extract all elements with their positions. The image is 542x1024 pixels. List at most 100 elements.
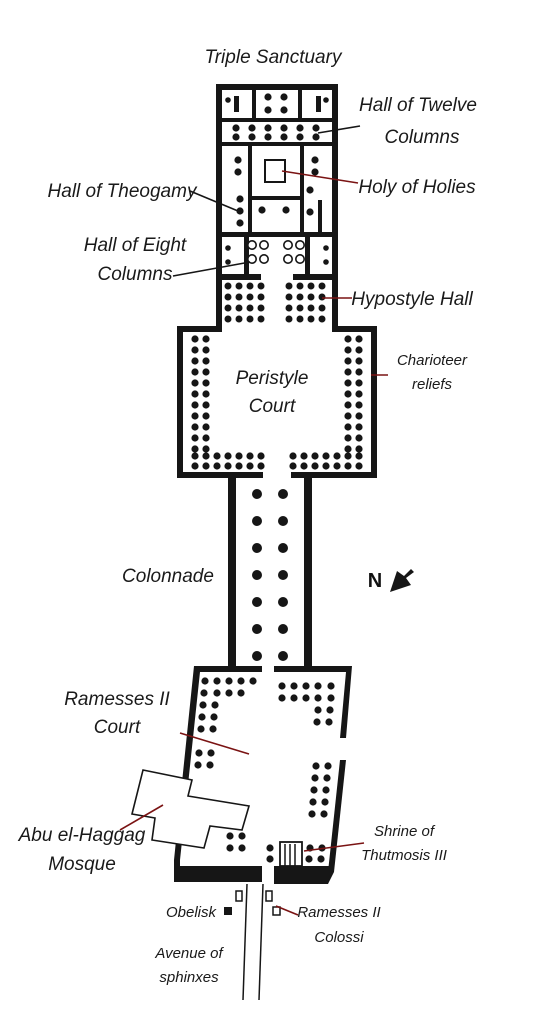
peristyle-column xyxy=(344,452,352,460)
peristyle-column xyxy=(322,452,330,460)
sanctuary-columns xyxy=(225,93,329,265)
label-charioteer-line1: Charioteer xyxy=(397,352,468,369)
peristyle-column xyxy=(191,368,199,376)
peristyle-column xyxy=(333,452,341,460)
peristyle-column xyxy=(355,434,363,442)
peristyle-column xyxy=(257,452,265,460)
peristyle-column xyxy=(191,357,199,365)
peristyle-column xyxy=(257,462,265,470)
ramesses-court-columns xyxy=(194,677,335,863)
peristyle-column xyxy=(224,462,232,470)
label-hall-eight-line1: Hall of Eight xyxy=(84,235,187,256)
peristyle-column xyxy=(191,462,199,470)
peristyle-column xyxy=(191,445,199,453)
peristyle-column xyxy=(202,412,210,420)
label-hypostyle-hall: Hypostyle Hall xyxy=(351,289,473,310)
label-charioteer-line2: reliefs xyxy=(412,376,453,393)
peristyle-column xyxy=(191,401,199,409)
peristyle-column xyxy=(202,401,210,409)
sanctuary-block xyxy=(216,84,338,280)
peristyle-column xyxy=(355,462,363,470)
peristyle-column xyxy=(246,462,254,470)
peristyle-column xyxy=(344,462,352,470)
peristyle-column xyxy=(311,462,319,470)
peristyle-column xyxy=(289,462,297,470)
peristyle-column xyxy=(202,452,210,460)
peristyle-column xyxy=(322,462,330,470)
colossus-right xyxy=(265,890,273,902)
peristyle-column xyxy=(202,357,210,365)
peristyle-column xyxy=(202,434,210,442)
label-ramesses-court-line2: Court xyxy=(94,717,141,738)
label-colossi-line1: Ramesses II xyxy=(297,904,380,921)
peristyle-column xyxy=(202,379,210,387)
peristyle-column xyxy=(191,452,199,460)
peristyle-column xyxy=(344,401,352,409)
peristyle-column xyxy=(355,379,363,387)
peristyle-column xyxy=(355,357,363,365)
peristyle-column xyxy=(344,434,352,442)
peristyle-column xyxy=(235,452,243,460)
peristyle-column xyxy=(355,452,363,460)
peristyle-column xyxy=(191,423,199,431)
label-hall-eight-line2: Columns xyxy=(98,264,173,285)
label-colossi-line2: Colossi xyxy=(314,929,364,946)
leader-lines xyxy=(119,125,388,916)
peristyle-column xyxy=(355,368,363,376)
label-ramesses-court-line1: Ramesses II xyxy=(64,689,170,710)
peristyle-column xyxy=(333,462,341,470)
peristyle-column xyxy=(191,412,199,420)
peristyle-column xyxy=(191,390,199,398)
peristyle-column xyxy=(224,452,232,460)
peristyle-column xyxy=(355,390,363,398)
peristyle-column xyxy=(202,335,210,343)
hypostyle-hall xyxy=(216,280,338,326)
peristyle-court-walls xyxy=(177,326,377,478)
peristyle-column xyxy=(202,346,210,354)
label-hall-theogamy: Hall of Theogamy xyxy=(48,181,198,202)
peristyle-column xyxy=(344,346,352,354)
peristyle-column xyxy=(355,401,363,409)
label-hall-twelve-line1: Hall of Twelve xyxy=(359,95,477,116)
label-north: N xyxy=(368,570,382,592)
label-avenue-line1: Avenue of xyxy=(154,945,224,962)
peristyle-column xyxy=(202,462,210,470)
peristyle-column xyxy=(344,335,352,343)
avenue-line-right xyxy=(258,883,264,1001)
north-arrow-icon xyxy=(390,569,414,592)
peristyle-column xyxy=(202,445,210,453)
peristyle-column xyxy=(355,335,363,343)
peristyle-column xyxy=(355,445,363,453)
label-holy-of-holies: Holy of Holies xyxy=(358,177,476,198)
label-mosque-line1: Abu el-Haggag xyxy=(18,825,146,846)
peristyle-column xyxy=(191,379,199,387)
label-shrine-line1: Shrine of xyxy=(374,823,436,840)
peristyle-column xyxy=(202,368,210,376)
label-avenue-line2: sphinxes xyxy=(159,969,219,986)
peristyle-column xyxy=(311,452,319,460)
peristyle-column xyxy=(191,434,199,442)
peristyle-column xyxy=(289,452,297,460)
label-shrine-line2: Thutmosis III xyxy=(361,847,447,864)
label-hall-twelve-line2: Columns xyxy=(385,127,460,148)
label-peristyle-line1: Peristyle xyxy=(236,368,309,389)
peristyle-column xyxy=(202,390,210,398)
label-obelisk: Obelisk xyxy=(166,904,218,921)
peristyle-column xyxy=(246,452,254,460)
peristyle-column xyxy=(300,462,308,470)
peristyle-column xyxy=(344,445,352,453)
eight-column-hall xyxy=(247,240,305,265)
peristyle-column xyxy=(344,390,352,398)
label-triple-sanctuary: Triple Sanctuary xyxy=(205,47,343,68)
mosque-outline xyxy=(131,769,251,849)
avenue-line-left xyxy=(242,883,248,1001)
peristyle-column xyxy=(344,379,352,387)
peristyle-column xyxy=(213,452,221,460)
shrine-of-thutmosis xyxy=(279,841,303,867)
peristyle-column xyxy=(344,412,352,420)
peristyle-column xyxy=(355,346,363,354)
ramesses-court-walls xyxy=(174,666,352,884)
colossus-left xyxy=(235,890,243,902)
